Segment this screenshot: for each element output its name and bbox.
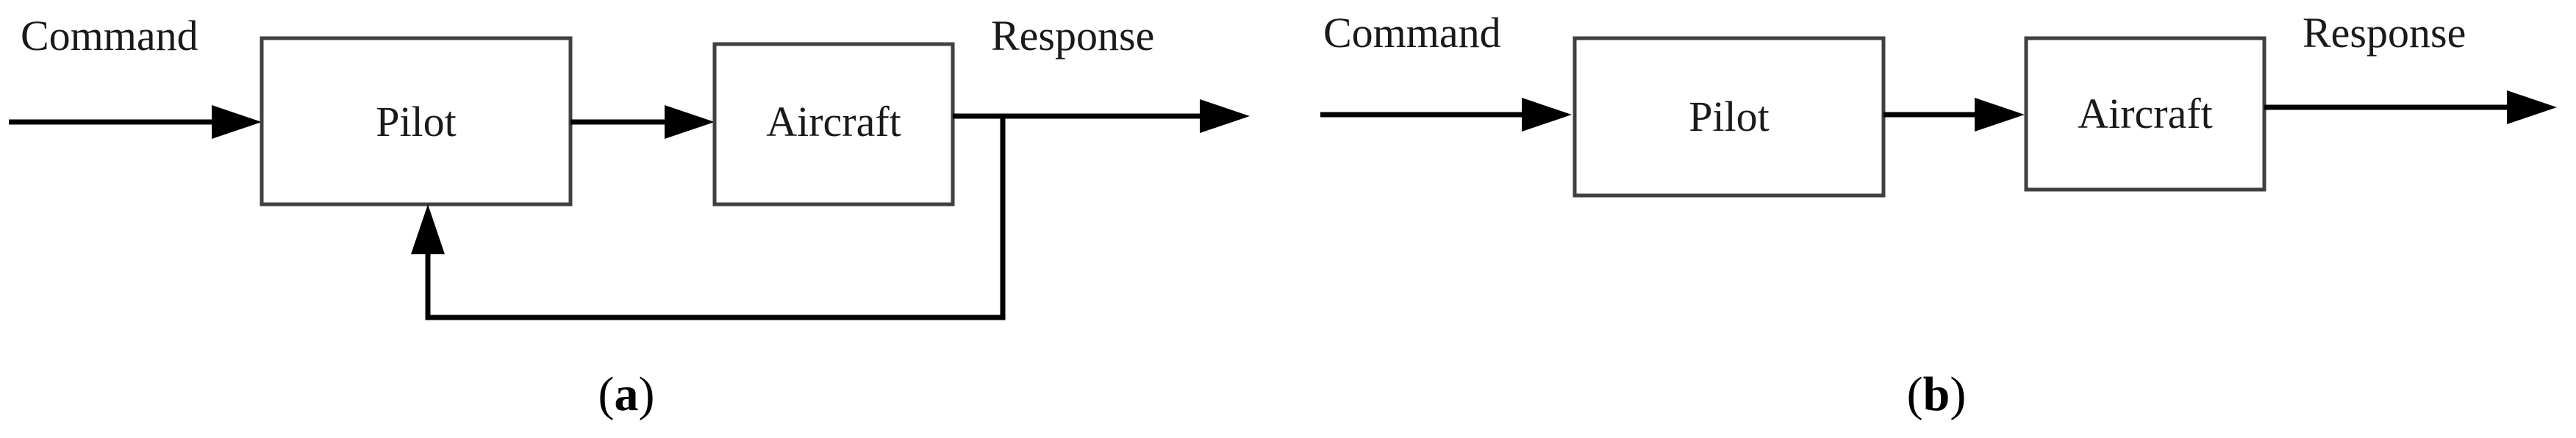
panel-a-caption-letter: a (615, 367, 639, 421)
panel-b-pilot-label: Pilot (1689, 93, 1770, 140)
panel-a-input-arrowhead (212, 105, 262, 139)
panel-b: Command Response Pilot Aircraft (b) (1320, 9, 2557, 421)
panel-a-caption-close: ) (639, 367, 655, 421)
panel-b-input-label: Command (1323, 9, 1501, 57)
panel-a-feedback-arrowhead (411, 204, 445, 254)
panel-b-caption-close: ) (1950, 367, 1966, 421)
panel-a-input-label: Command (21, 12, 198, 60)
panel-b-caption-open: ( (1907, 367, 1923, 421)
panel-b-pilot-block (1573, 36, 1886, 198)
panel-a: Command Response Pilot Aircraft (a) (9, 12, 1250, 421)
panel-a-link-arrowhead (665, 105, 715, 139)
panel-a-caption-open: ( (598, 367, 615, 421)
panel-b-output-label: Response (2303, 9, 2466, 57)
panel-b-aircraft-label: Aircraft (2078, 90, 2213, 137)
panel-b-link-arrowhead (1975, 98, 2025, 132)
panel-a-feedback-path (425, 116, 1006, 320)
panel-a-pilot-label: Pilot (376, 98, 457, 146)
panel-a-output-label: Response (991, 12, 1154, 60)
panel-b-output-arrowhead (2507, 90, 2557, 124)
panel-a-output-arrowhead (1200, 99, 1250, 133)
panel-a-caption: (a) (598, 367, 655, 421)
panel-b-aircraft-block (2024, 36, 2266, 192)
panel-b-caption: (b) (1907, 367, 1967, 421)
panel-a-aircraft-block (712, 42, 955, 207)
panel-a-aircraft-label: Aircraft (766, 98, 901, 146)
panel-b-caption-letter: b (1923, 367, 1950, 421)
panel-b-input-arrowhead (1522, 98, 1572, 132)
